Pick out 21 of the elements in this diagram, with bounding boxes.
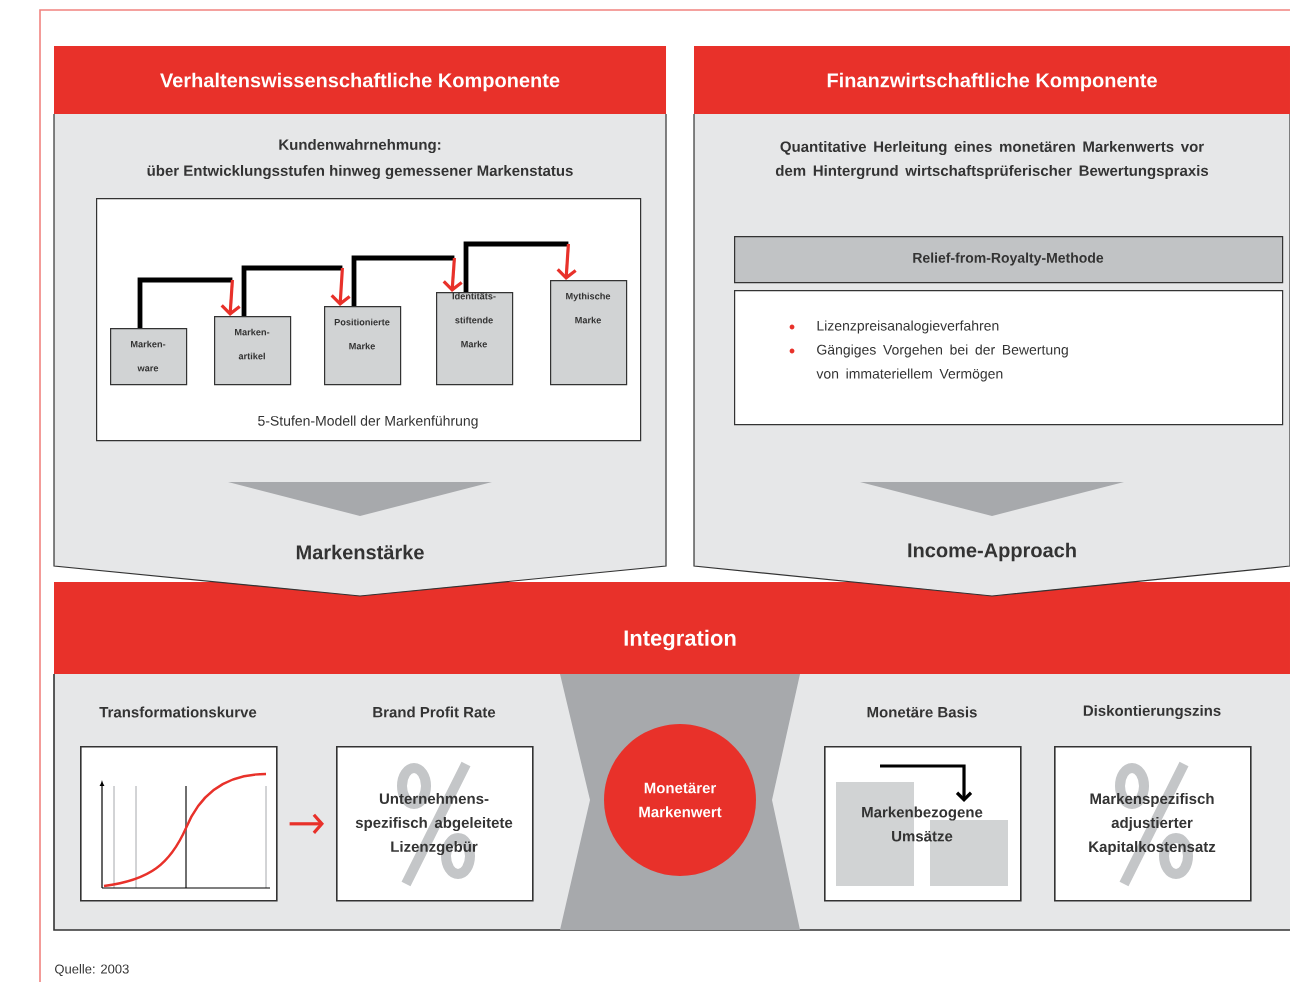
stage-box (324, 306, 402, 386)
info-box (1054, 705, 1252, 902)
step-arrow (137, 277, 241, 328)
info-box (336, 706, 534, 902)
step-arrow (351, 255, 463, 306)
stage-box (110, 328, 188, 386)
bullet-box (734, 290, 1284, 426)
stage-box (436, 292, 514, 386)
stage-box (214, 316, 292, 386)
result-label: Markenstärke (296, 544, 424, 560)
step-arrow (463, 241, 577, 292)
step-arrow (241, 265, 351, 316)
result-label: Income-Approach (908, 542, 1076, 562)
panel-title: Finanzwirtschaftliche Komponente (827, 72, 1157, 92)
arrow (289, 813, 324, 834)
stage-box (550, 280, 628, 386)
info-box (80, 706, 278, 902)
info-box (824, 706, 1022, 902)
panel-title: Verhaltenswissenschaftliche Komponente (160, 72, 560, 92)
method-bar (734, 236, 1284, 284)
band-title: Integration (624, 629, 736, 651)
